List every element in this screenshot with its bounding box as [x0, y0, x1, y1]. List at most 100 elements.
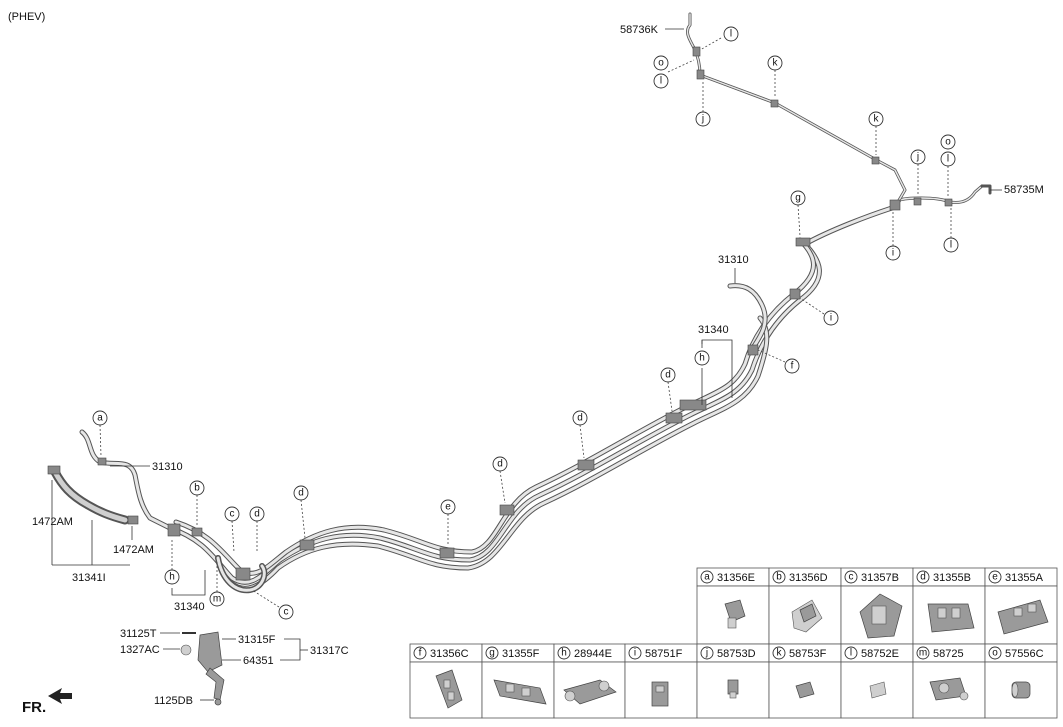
legend-key-o: o [992, 648, 998, 659]
callout-l-right-2: l [950, 240, 952, 251]
label-1472AM-b: 1472AM [113, 544, 154, 556]
hose-31310-left [79, 429, 173, 531]
clip-d-2 [499, 504, 515, 516]
label-1327AC: 1327AC [120, 644, 160, 656]
clip-h-left [167, 523, 181, 537]
clip-l-right [944, 198, 953, 207]
clip-g [795, 237, 811, 247]
legend-part-j: 58753D [717, 648, 756, 660]
legend-key-g: g [489, 648, 495, 659]
filler-hose-31341I [47, 465, 139, 525]
label-1125DB: 1125DB [154, 695, 193, 707]
callout-d-3: d [577, 413, 583, 424]
label-31341I: 31341I [72, 572, 106, 584]
callout-e: e [445, 502, 451, 513]
callout-d-0: d [254, 509, 260, 520]
callout-m: m [213, 594, 221, 605]
legend-part-i: 58751F [645, 648, 683, 660]
part-illustration-58725 [929, 677, 969, 701]
callout-d-1: d [298, 488, 304, 499]
clip-b [191, 527, 203, 537]
main-bundle-outer [167, 204, 898, 585]
callout-l-top-2: l [660, 76, 662, 87]
legend-part-f: 31356C [430, 648, 469, 660]
bend-region [215, 555, 268, 594]
legend-key-d: d [920, 572, 926, 583]
legend-part-c: 31357B [861, 572, 899, 584]
callout-d-4: d [665, 370, 671, 381]
part-illustration-31357B [859, 593, 903, 639]
hose-31310-top [727, 283, 768, 355]
part-illustration-31356E [724, 599, 746, 629]
callout-j-right: j [916, 152, 919, 163]
legend-key-e: e [992, 572, 998, 583]
part-illustration-31355A [997, 599, 1049, 635]
callout-d-2: d [497, 459, 503, 470]
fuel-line-bundle [47, 12, 992, 594]
upper-right-line [686, 12, 992, 209]
part-illustration-31356D [791, 599, 823, 633]
callout-o-top: o [658, 58, 664, 69]
part-illustration-58753D [727, 679, 739, 699]
callout-l-top: l [730, 29, 732, 40]
label-31125T: 31125T [120, 628, 157, 640]
callout-h-left: h [169, 572, 175, 583]
main-bundle-line-2 [173, 237, 816, 576]
clip-d-4 [665, 412, 683, 424]
clip-i-1 [789, 288, 801, 300]
callout-o-right: o [945, 137, 951, 148]
legend-key-h: h [561, 648, 567, 659]
label-31340-top: 31340 [698, 324, 729, 336]
label-31315F: 31315F [238, 634, 276, 646]
legend-part-o: 57556C [1005, 648, 1044, 660]
part-illustration-31355B [927, 603, 975, 633]
callout-h-top: h [699, 353, 705, 364]
part-illustration-58752E [869, 681, 887, 699]
label-31310-left: 31310 [152, 461, 183, 473]
clip-k-1 [770, 99, 779, 108]
variant-label: (PHEV) [8, 11, 45, 23]
clip-i-2 [889, 199, 901, 211]
legend-part-g: 31355F [502, 648, 540, 660]
part-labels: 58736K 58735M 31310 31340 31310 1472AM 1… [32, 24, 1044, 707]
part-illustration-58753F [795, 681, 815, 699]
clip-j-top [696, 69, 705, 80]
clip-e [439, 547, 455, 559]
clip-k-2 [871, 156, 880, 165]
clip-d-1 [299, 539, 315, 551]
callout-markers: l o l j k k j o l l i g i f h d d d e d [92, 26, 959, 620]
legend-key-k: k [777, 648, 783, 659]
callout-k-2: k [874, 114, 880, 125]
clip-h-top [679, 399, 707, 411]
callout-a: a [97, 413, 103, 424]
legend-key-c: c [849, 572, 854, 583]
callout-f: f [791, 361, 794, 372]
legend-part-e: 31355A [1005, 572, 1044, 584]
legend-part-h: 28944E [574, 648, 612, 660]
clip-a [97, 457, 107, 466]
part-illustration-31355F [493, 679, 547, 705]
bolt-1125DB [214, 698, 222, 706]
part-illustration-31356C [435, 669, 463, 709]
legend-key-m: m [919, 648, 927, 659]
parts-legend-table: a 31356E b 31356D c 31357B d 31355B e 31… [409, 567, 1058, 719]
part-illustration-58751F [651, 681, 669, 707]
clip-f [747, 344, 759, 356]
part-illustration-28944E [563, 679, 617, 705]
fr-label: FR. [22, 699, 46, 716]
front-direction-indicator: FR. [22, 688, 72, 716]
label-58735M: 58735M [1004, 184, 1044, 196]
callout-c-bottom: c [284, 607, 289, 618]
legend-key-j: j [705, 648, 708, 659]
legend-part-l: 58752E [861, 648, 899, 660]
label-31310-top: 31310 [718, 254, 749, 266]
label-1472AM-a: 1472AM [32, 516, 73, 528]
hose-clamp-top [47, 465, 61, 475]
clip-c [235, 567, 251, 581]
clip-d-3 [577, 459, 595, 471]
callout-b: b [194, 483, 200, 494]
callout-j-top: j [701, 114, 704, 125]
clip-l-top [692, 46, 701, 57]
